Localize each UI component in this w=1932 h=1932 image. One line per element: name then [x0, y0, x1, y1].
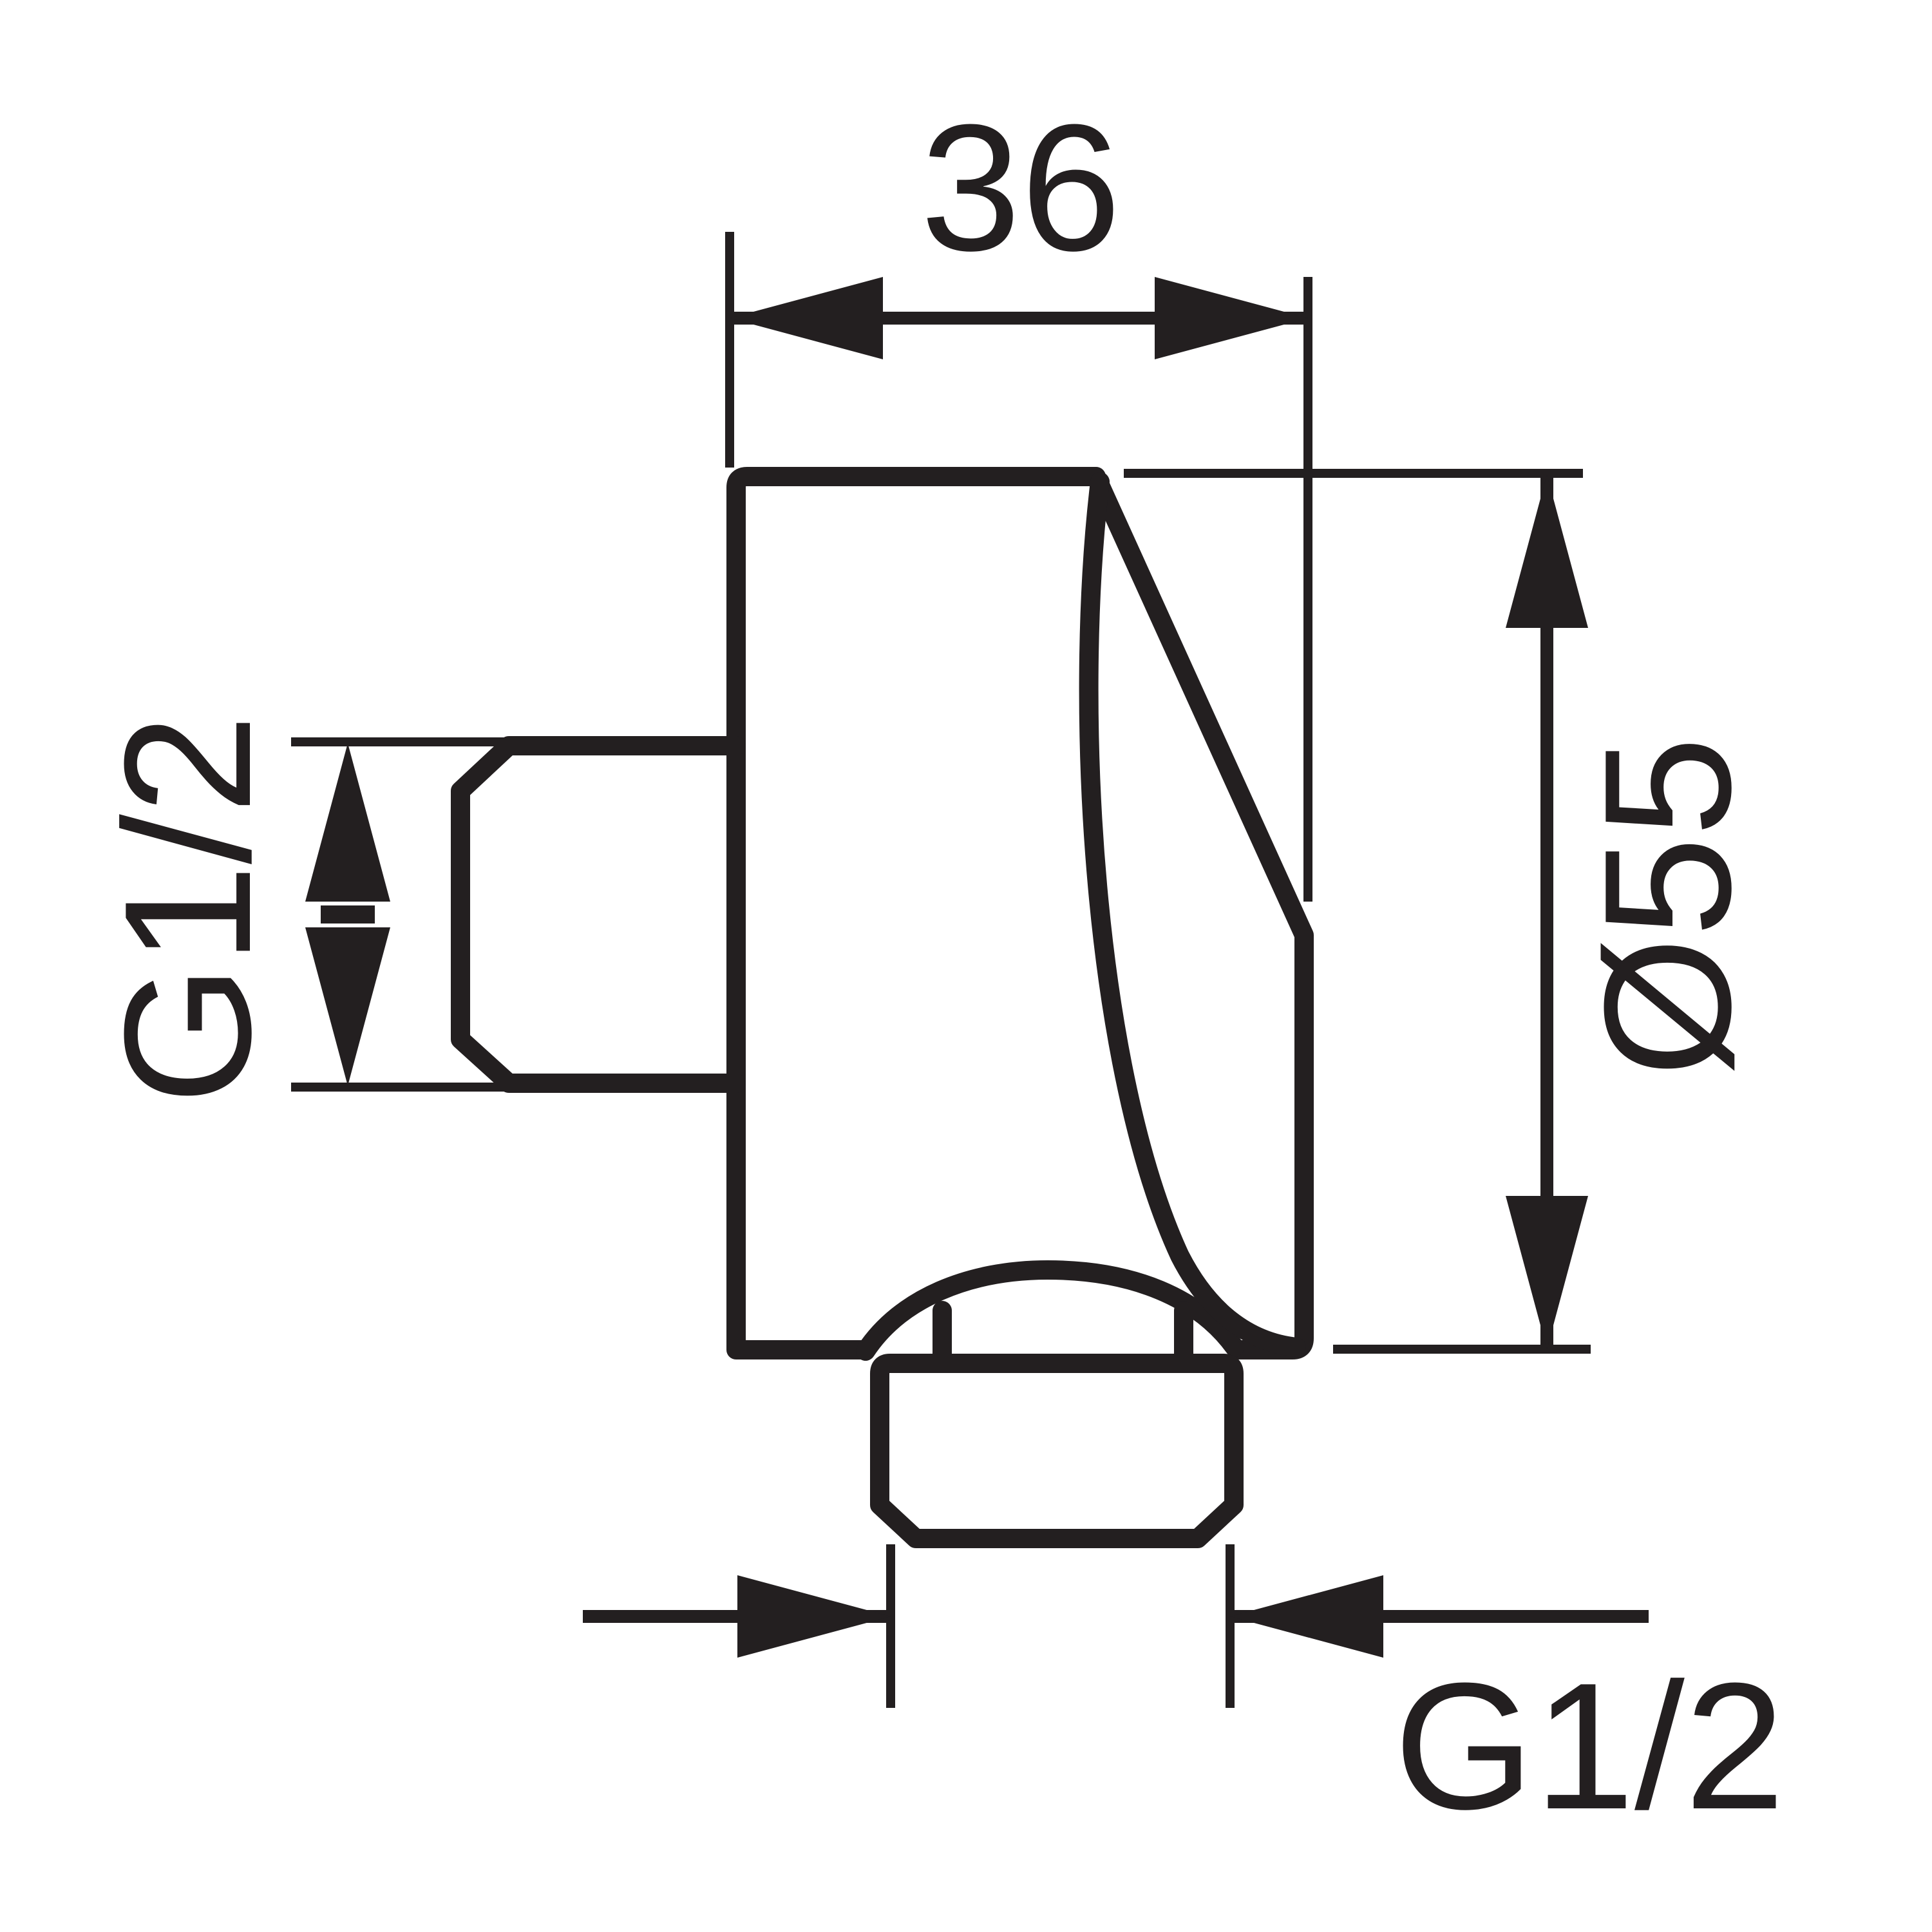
arrowhead-right-icon [737, 1575, 891, 1658]
inlet-thread-label: G1/2 [88, 714, 289, 1104]
body-outline [726, 467, 1314, 1359]
dim-diameter-55: Ø55 [1124, 469, 1768, 1354]
part-geometry [451, 467, 1314, 1548]
arrowhead-down-icon [305, 927, 390, 1086]
dim-width-36: 36 [725, 88, 1312, 902]
front-curve-contour [1079, 472, 1306, 1357]
arrowhead-left-icon [1230, 1575, 1383, 1658]
dim-left-thread: G1/2 [88, 714, 568, 1105]
diameter-dimension-label: Ø55 [1567, 736, 1768, 1077]
arrow-waist-bar [321, 905, 375, 923]
shroud-mask [868, 1271, 1233, 1361]
arrowhead-up-icon [1506, 475, 1588, 628]
dim-bottom-thread: G1/2 [583, 1544, 1785, 1847]
wall-stub [451, 736, 746, 1093]
arrowhead-up-icon [305, 743, 390, 902]
outlet-thread-label: G1/2 [1394, 1646, 1785, 1847]
width-dimension-label: 36 [920, 88, 1121, 289]
hose-nut [870, 1354, 1244, 1548]
arrowhead-left-icon [730, 277, 883, 359]
arrowhead-down-icon [1506, 1196, 1588, 1349]
arrowhead-right-icon [1155, 277, 1308, 359]
